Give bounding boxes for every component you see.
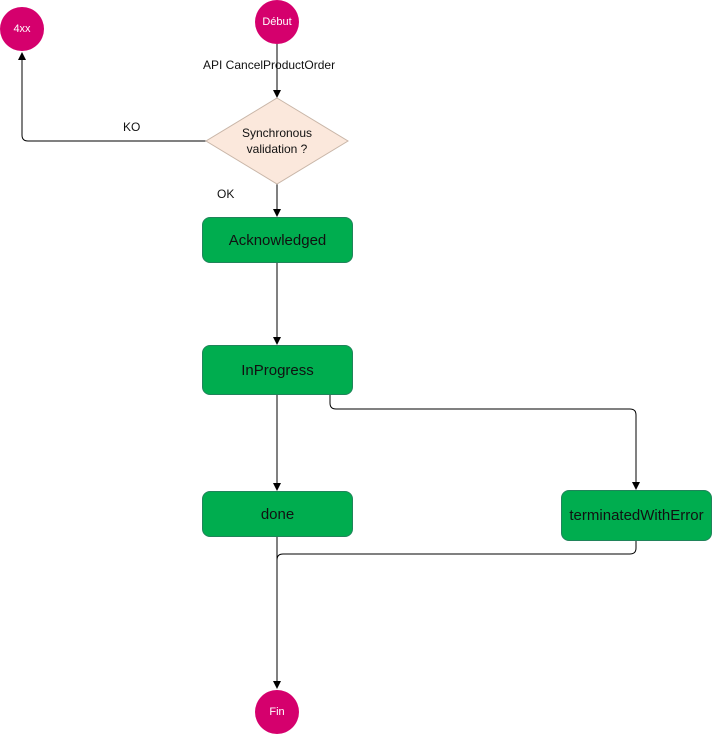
error-4xx-node: 4xx — [0, 7, 44, 51]
edge-inprogress-to-terminated — [329, 394, 640, 490]
decision-label: Synchronous validation ? — [222, 125, 332, 157]
decision-diamond — [205, 97, 349, 185]
state-done: done — [202, 491, 353, 537]
start-node: Début — [255, 0, 299, 44]
state-inprogress: InProgress — [202, 345, 353, 395]
decision-label-line2: validation ? — [246, 142, 308, 156]
end-node: Fin — [255, 690, 299, 734]
edge-decision-to-4xx — [18, 52, 206, 142]
ok-label: OK — [217, 187, 235, 201]
decision-label-line1: Synchronous — [241, 126, 313, 140]
edge-terminated-to-fin — [276, 540, 637, 688]
api-call-label: API CancelProductOrder — [203, 58, 336, 72]
ko-label: KO — [123, 120, 141, 134]
state-terminated-with-error: terminatedWithError — [561, 490, 712, 541]
state-acknowledged: Acknowledged — [202, 217, 353, 263]
